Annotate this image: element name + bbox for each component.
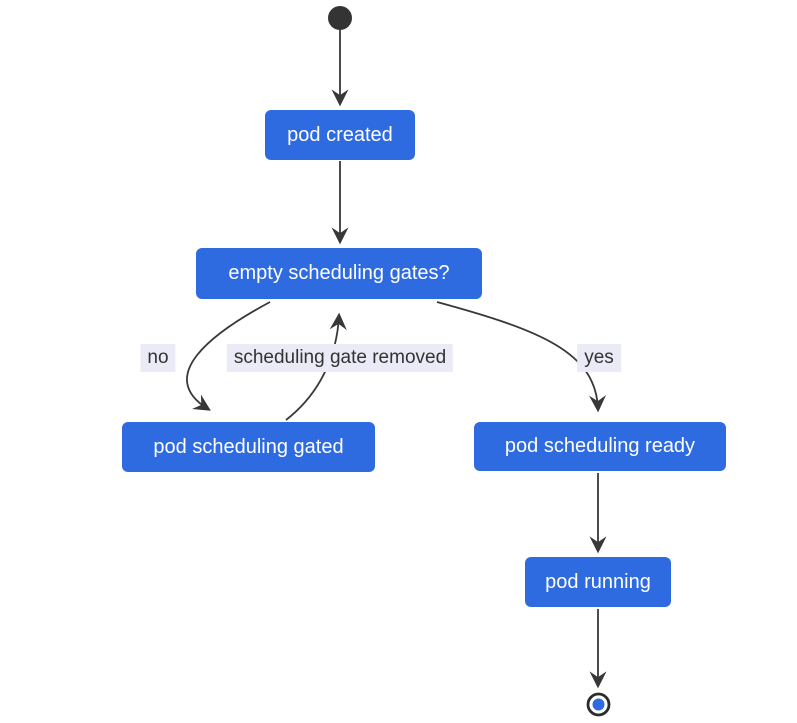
- node-pod-scheduling-gated: pod scheduling gated: [122, 422, 375, 472]
- edge-gates-to-ready: [436, 301, 607, 413]
- node-empty-scheduling-gates: empty scheduling gates?: [196, 248, 482, 299]
- node-pod-scheduling-ready: pod scheduling ready: [474, 422, 726, 471]
- start-state-icon: [328, 6, 352, 30]
- node-pod-created: pod created: [265, 110, 415, 160]
- edge-label-scheduling-gate-removed: scheduling gate removed: [226, 344, 454, 372]
- node-pod-running: pod running: [525, 557, 671, 607]
- edge-gates-to-gated: [186, 301, 271, 411]
- edge-label-yes: yes: [577, 344, 621, 372]
- end-state-icon: [586, 692, 611, 717]
- edge-label-no: no: [140, 344, 176, 372]
